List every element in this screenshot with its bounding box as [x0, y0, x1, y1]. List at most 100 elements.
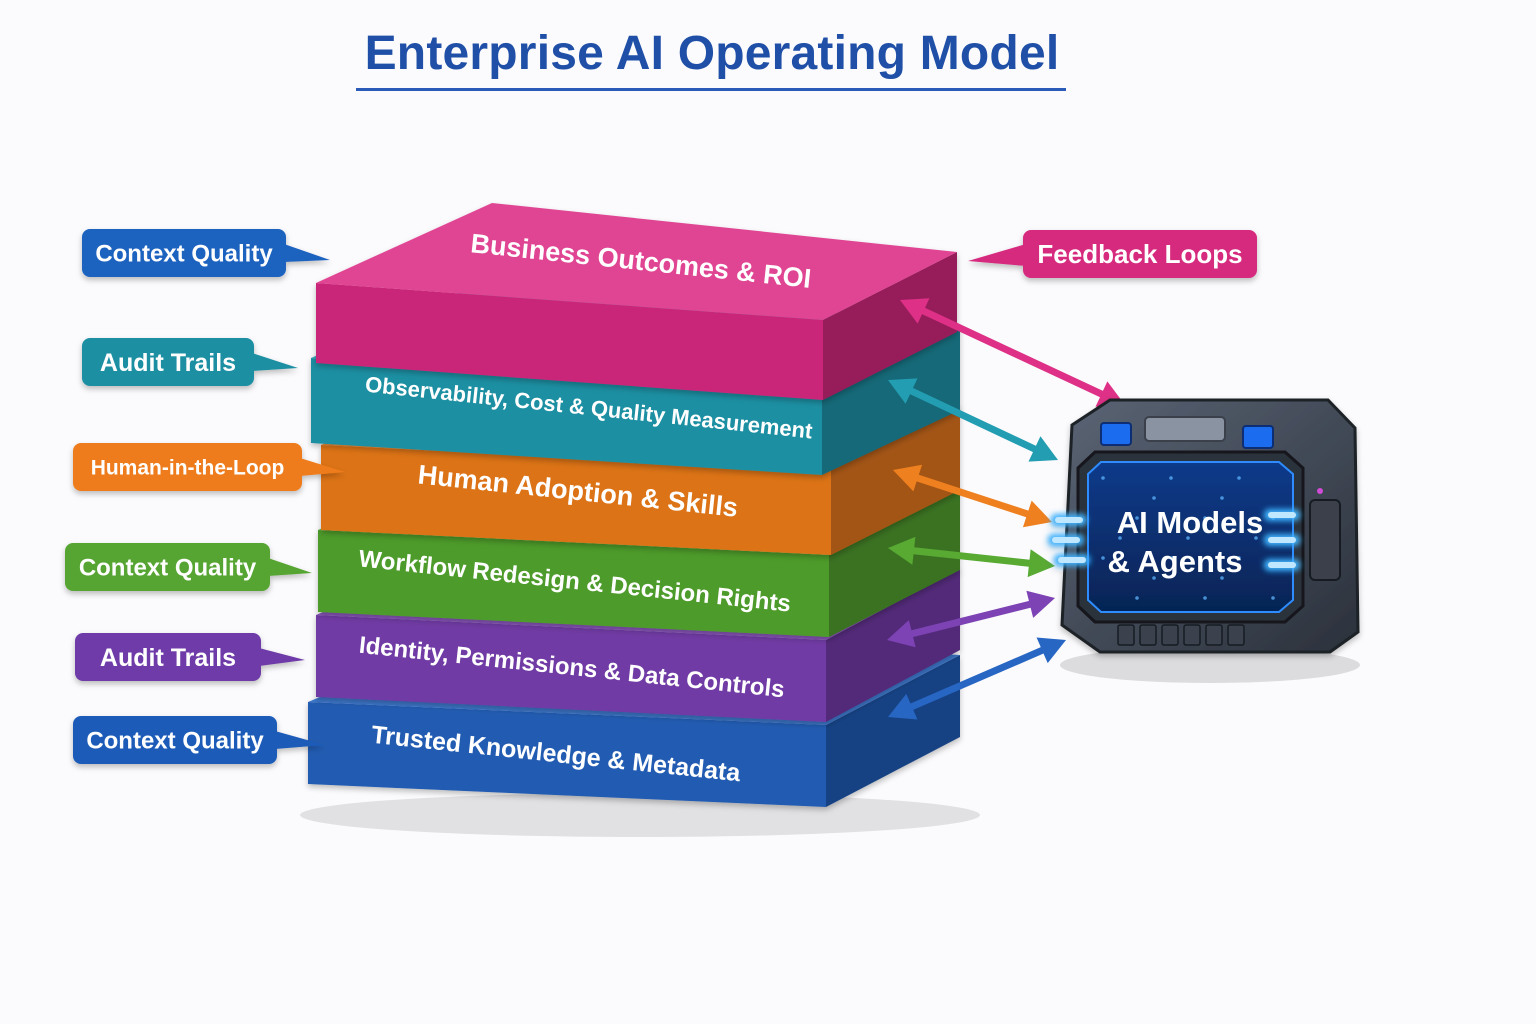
- arrow-head-to-layer: [887, 620, 916, 648]
- tag-label: Audit Trails: [100, 644, 236, 672]
- tag-label: Feedback Loops: [1037, 239, 1242, 269]
- layer-side-face: [823, 252, 957, 400]
- circuit-dot: [1237, 476, 1241, 480]
- left-tag-3: Human-in-the-Loop: [73, 443, 345, 491]
- arrow-head-to-layer: [888, 536, 916, 565]
- left-tag-1: Context Quality: [82, 229, 330, 277]
- status-led: [1317, 488, 1323, 494]
- layer-side-face: [829, 488, 960, 637]
- side-light: [1268, 512, 1296, 518]
- side-light: [1268, 562, 1296, 568]
- circuit-dot: [1101, 556, 1105, 560]
- arrow-head-to-ai: [1026, 590, 1055, 618]
- tag-label: Context Quality: [95, 241, 273, 268]
- side-light: [1058, 557, 1086, 563]
- device-top-light-right: [1242, 425, 1274, 449]
- ai-box-line1: AI Models: [1117, 505, 1263, 540]
- left-tag-5: Audit Trails: [75, 633, 305, 681]
- tag-box: [75, 633, 261, 681]
- arrow-shaft: [914, 304, 1111, 401]
- left-tag-6: Context Quality: [73, 716, 325, 764]
- circuit-dot: [1271, 596, 1275, 600]
- tag-pointer: [259, 648, 305, 666]
- left-tag-2: Audit Trails: [82, 338, 298, 386]
- device-screen: [1087, 461, 1294, 613]
- arrow-head-to-ai: [1028, 436, 1058, 462]
- arrow-shaft: [902, 599, 1040, 639]
- arrow-head-to-layer: [888, 378, 918, 404]
- arrow-shaft: [908, 472, 1037, 520]
- ai-models-agents-device: AI Models& Agents: [1048, 398, 1360, 654]
- arrow-head-to-ai: [1027, 549, 1055, 578]
- arrow-shaft: [904, 546, 1039, 568]
- tag-box: [73, 716, 277, 764]
- layer-front-face: [316, 615, 826, 722]
- tag-pointer: [300, 458, 345, 476]
- arrow-head-to-layer: [893, 464, 923, 492]
- circuit-dot: [1152, 496, 1156, 500]
- tag-pointer: [968, 244, 1026, 266]
- grille-slot: [1183, 624, 1201, 646]
- layer-front-face: [318, 530, 829, 637]
- layer-side-face: [822, 325, 960, 475]
- grille-slot: [1227, 624, 1245, 646]
- tag-pointer: [268, 558, 312, 576]
- circuit-dot: [1169, 556, 1173, 560]
- arrow-head-to-ai: [1022, 500, 1052, 528]
- layer-arrow-4: [888, 536, 1055, 578]
- circuit-dot: [1101, 476, 1105, 480]
- page-title: Enterprise AI Operating Model: [364, 27, 1060, 80]
- tag-pointer: [275, 731, 325, 749]
- layer-arrow-2: [888, 378, 1058, 462]
- stack-shadow: [300, 793, 980, 837]
- circuit-dot: [1186, 536, 1190, 540]
- arrow-head-to-layer: [900, 298, 930, 324]
- circuit-dot: [1220, 576, 1224, 580]
- layer-top-face: [316, 203, 957, 320]
- side-light: [1268, 537, 1296, 543]
- circuit-dot: [1135, 596, 1139, 600]
- tag-box: [73, 443, 302, 491]
- layer-front-face: [321, 445, 831, 555]
- layer-side-face: [831, 405, 960, 555]
- circuit-dot: [1152, 576, 1156, 580]
- circuit-dot: [1135, 516, 1139, 520]
- title-underline: [356, 88, 1066, 91]
- tag-box: [82, 229, 286, 277]
- circuit-dot: [1220, 496, 1224, 500]
- layer-arrow-3: [893, 464, 1052, 528]
- tag-label: Context Quality: [79, 555, 257, 582]
- ai-box-shadow: [1060, 647, 1360, 683]
- circuit-dot: [1118, 536, 1122, 540]
- arrow-shaft: [902, 385, 1044, 455]
- tag-box: [65, 543, 270, 591]
- circuit-dot: [1203, 596, 1207, 600]
- tag-pointer: [252, 353, 298, 371]
- right-tag-feedback: Feedback Loops: [968, 230, 1257, 278]
- circuit-dot: [1169, 476, 1173, 480]
- layer-arrow-5: [887, 590, 1055, 648]
- device-side-lights: [1048, 509, 1300, 571]
- grille-slot: [1139, 624, 1157, 646]
- layer-slab-1: Business Outcomes & ROI: [316, 203, 957, 400]
- grille-slot: [1205, 624, 1223, 646]
- left-tag-4: Context Quality: [65, 543, 312, 591]
- arrow-head-to-layer: [888, 693, 918, 720]
- tag-box: [1023, 230, 1257, 278]
- tag-label: Context Quality: [86, 728, 264, 755]
- arrow-shaft: [902, 644, 1052, 713]
- circuit-dot: [1203, 516, 1207, 520]
- layer-side-face: [826, 655, 960, 807]
- side-light: [1055, 517, 1083, 523]
- device-top-light-left: [1100, 422, 1132, 446]
- layer-front-face: [316, 283, 823, 400]
- circuit-dot: [1254, 536, 1258, 540]
- device-side-rail: [1309, 499, 1341, 581]
- grille-slot: [1161, 624, 1179, 646]
- layer-arrow-6: [888, 637, 1066, 720]
- device-top-plate: [1144, 416, 1226, 442]
- device-grille: [1117, 624, 1245, 646]
- side-light: [1052, 537, 1080, 543]
- arrow-head-to-ai: [1036, 637, 1066, 664]
